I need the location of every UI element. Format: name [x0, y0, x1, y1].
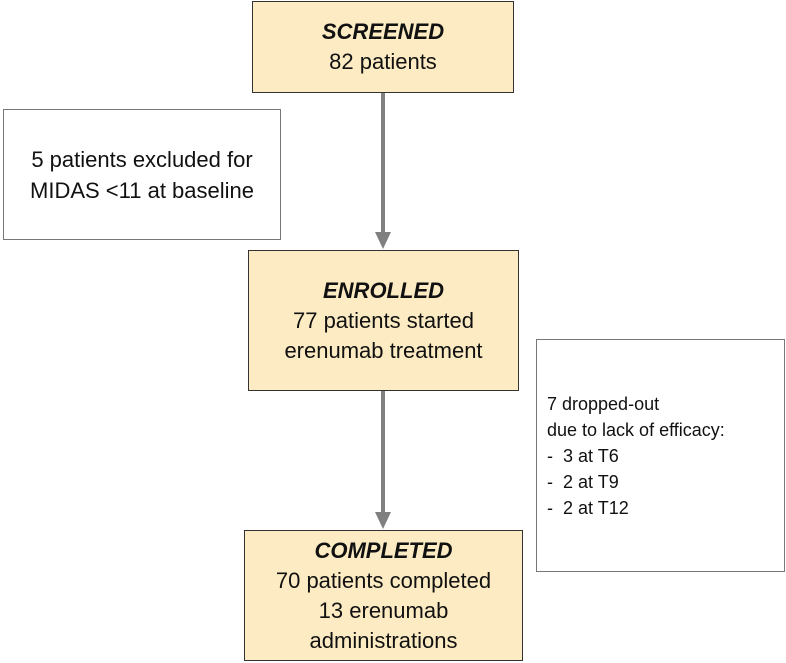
dropout-line-2: due to lack of efficacy: — [547, 419, 725, 440]
excluded-line-1: 5 patients excluded for — [31, 146, 253, 172]
completed-box: COMPLETED 70 patients completed 13 erenu… — [244, 530, 523, 661]
arrow-screened-to-enrolled — [375, 93, 391, 249]
arrow-enrolled-to-completed — [375, 391, 391, 529]
completed-line-1: 70 patients completed — [275, 567, 492, 593]
completed-line-2: 13 erenumab — [318, 597, 449, 623]
completed-line-3: administrations — [309, 627, 458, 653]
excluded-box: 5 patients excluded for MIDAS <11 at bas… — [3, 109, 281, 240]
excluded-line-2: MIDAS <11 at baseline — [30, 177, 254, 203]
enrolled-line-1: 77 patients started — [292, 307, 474, 333]
dropout-line-1: 7 dropped-out — [547, 393, 660, 414]
enrolled-heading: ENROLLED — [323, 277, 444, 303]
completed-heading: COMPLETED — [314, 537, 453, 563]
screened-heading: SCREENED — [321, 19, 445, 44]
dropout-bullet-t12: 2 at T12 — [547, 495, 629, 521]
enrolled-line-2: erenumab treatment — [284, 337, 483, 363]
dropout-box: 7 dropped-out due to lack of efficacy: 3… — [536, 339, 785, 572]
screened-count: 82 patients — [329, 49, 437, 74]
enrolled-box: ENROLLED 77 patients started erenumab tr… — [248, 250, 519, 391]
dropout-bullet-t6: 3 at T6 — [547, 443, 619, 469]
dropout-bullet-t9: 2 at T9 — [547, 469, 619, 495]
screened-box: SCREENED 82 patients — [252, 1, 514, 93]
